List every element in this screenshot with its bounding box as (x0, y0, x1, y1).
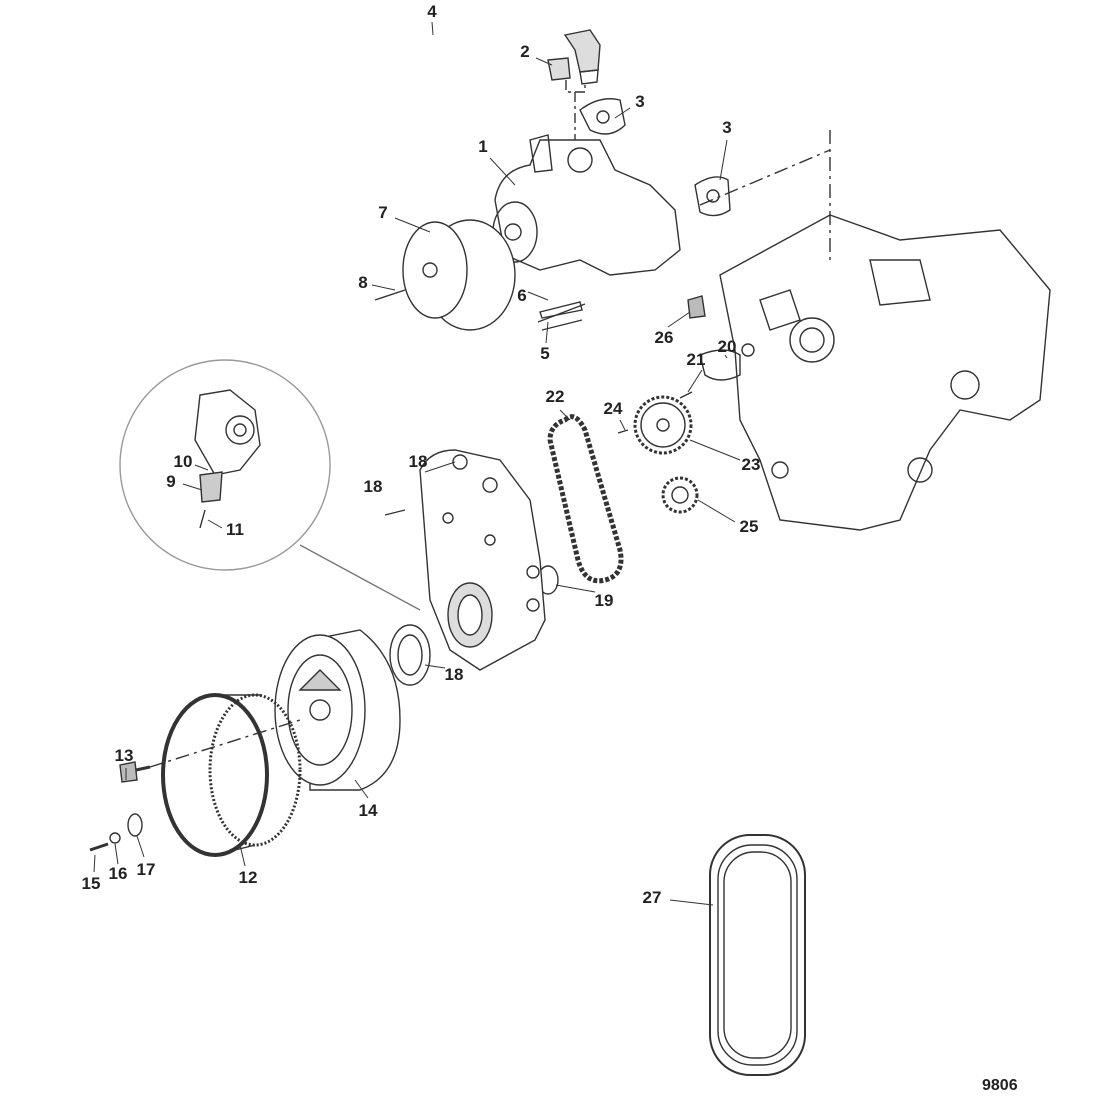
callout-25: 25 (739, 517, 759, 536)
harmonic-balancer (274, 629, 401, 791)
timing-cover (384, 449, 546, 671)
callout-6: 6 (517, 286, 527, 305)
callout-24: 24 (603, 399, 623, 418)
serpentine-belt (709, 834, 806, 1076)
leader-lines (93, 21, 741, 906)
callout-18: 18 (408, 452, 428, 471)
callout-3: 3 (635, 92, 645, 111)
callout-7: 7 (378, 203, 388, 222)
balancer-bolt (89, 719, 301, 852)
callout-17: 17 (136, 860, 156, 879)
callout-23: 23 (741, 455, 761, 474)
engine-block (699, 130, 1051, 531)
pump-pulley (402, 219, 516, 331)
callout-8: 8 (358, 273, 368, 292)
callout-21: 21 (686, 350, 706, 369)
elbow-fitting (563, 29, 601, 85)
callout-1: 1 (478, 137, 488, 156)
callout-4: 4 (427, 2, 437, 21)
callout-13: 13 (114, 746, 134, 765)
bolts (374, 289, 586, 331)
cam-sprocket (633, 395, 693, 455)
callout-2: 2 (520, 42, 530, 61)
figure-number: 9806 (982, 1077, 1018, 1094)
water-pump (492, 134, 681, 276)
callout-27: 27 (642, 888, 662, 907)
callout-3: 3 (722, 118, 732, 137)
callout-15: 15 (81, 874, 101, 893)
callout-11: 11 (226, 520, 244, 539)
callout-19: 19 (594, 591, 614, 610)
callout-22: 22 (545, 387, 565, 406)
callout-18: 18 (363, 477, 383, 496)
callout-16: 16 (108, 864, 128, 883)
callout-14: 14 (358, 801, 378, 820)
sensor-detail-inset (119, 359, 421, 611)
timing-chain (547, 414, 624, 584)
crank-sprocket (661, 476, 699, 514)
plug (547, 57, 571, 81)
callout-12: 12 (238, 868, 258, 887)
front-seal (389, 624, 431, 686)
callout-26: 26 (654, 328, 674, 347)
callout-18: 18 (444, 665, 464, 684)
callout-20: 20 (717, 337, 737, 356)
crankshaft-pulley (161, 693, 302, 857)
callout-5: 5 (540, 344, 550, 363)
callout-9: 9 (166, 472, 176, 491)
callout-10: 10 (173, 452, 193, 471)
gasket (579, 98, 731, 217)
